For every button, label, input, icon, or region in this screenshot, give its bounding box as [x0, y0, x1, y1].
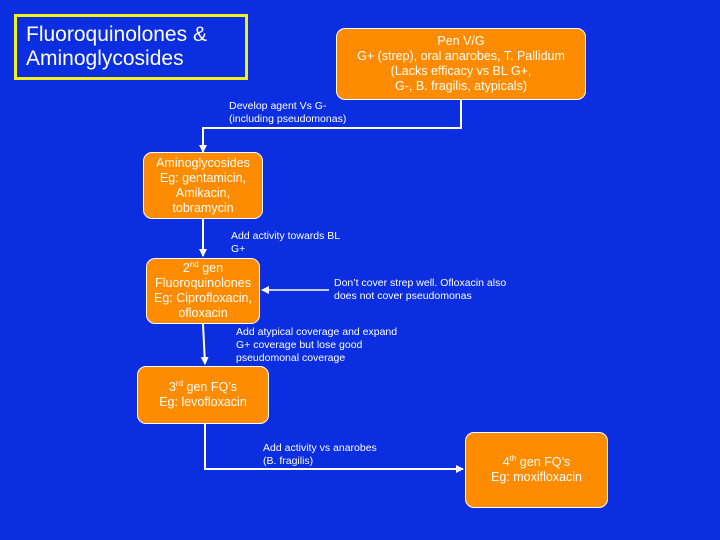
- label-atypical-coverage: Add atypical coverage and expand G+ cove…: [236, 326, 397, 365]
- node-2nd-gen-line: Fluoroquinolones: [155, 276, 251, 290]
- label-line: does not cover pseudomonas: [334, 290, 472, 302]
- ordinal-number: 2: [182, 261, 190, 275]
- ordinal-rest: gen FQ’s: [516, 455, 571, 469]
- label-activity-bl-gpos: Add activity towards BL G+: [231, 230, 340, 256]
- node-2nd-gen-line: Eg: Ciprofloxacin,: [154, 291, 252, 305]
- node-pen-vg-line: Pen V/G: [437, 34, 485, 48]
- node-pen-vg-line: G-, B. fragilis, atypicals): [395, 79, 527, 93]
- node-2nd-gen-heading: 2nd gen: [182, 259, 224, 276]
- label-line: (including pseudomonas): [229, 113, 347, 125]
- node-3rd-gen-line: Eg: levofloxacin: [159, 395, 247, 409]
- label-strep-note: Don’t cover strep well. Ofloxacin also d…: [334, 277, 506, 303]
- title-line-1: Fluoroquinolones &: [26, 23, 207, 46]
- node-4th-gen-line: Eg: moxifloxacin: [490, 470, 582, 484]
- label-line: Add activity towards BL: [231, 230, 341, 242]
- title-line-2: Aminoglycosides: [26, 47, 184, 70]
- node-pen-vg: Pen V/G G+ (strep), oral anarobes, T. Pa…: [336, 28, 586, 100]
- label-anarobes: Add activity vs anarobes (B. fragilis): [263, 442, 377, 468]
- label-line: Develop agent Vs G-: [229, 100, 327, 112]
- slide-title: Fluoroquinolones & Aminoglycosides: [14, 14, 248, 80]
- node-2nd-gen-line: ofloxacin: [178, 306, 228, 320]
- node-3rd-gen-fq: 3rd gen FQ’s Eg: levofloxacin: [137, 366, 269, 424]
- node-aminoglycosides-line: tobramycin: [172, 200, 234, 215]
- label-line: G+: [231, 243, 246, 255]
- node-aminoglycosides-line: Amikacin,: [175, 185, 231, 200]
- label-line: pseudomonal coverage: [236, 352, 346, 364]
- ordinal-number: 4: [502, 455, 510, 469]
- node-4th-gen-heading: 4th gen FQ’s: [502, 453, 571, 470]
- ordinal-number: 3: [168, 380, 176, 394]
- label-line: (B. fragilis): [263, 455, 314, 467]
- node-pen-vg-line: (Lacks efficacy vs BL G+,: [390, 64, 532, 78]
- label-line: Add atypical coverage and expand: [236, 326, 398, 338]
- node-aminoglycosides: Aminoglycosides Eg: gentamicin, Amikacin…: [143, 152, 263, 219]
- label-line: Don’t cover strep well. Ofloxacin also: [334, 277, 507, 289]
- node-2nd-gen-fq: 2nd gen Fluoroquinolones Eg: Ciprofloxac…: [146, 258, 260, 324]
- label-line: G+ coverage but lose good: [236, 339, 363, 351]
- label-line: Add activity vs anarobes: [263, 442, 377, 454]
- ordinal-rest: gen FQ’s: [183, 380, 238, 394]
- node-pen-vg-line: G+ (strep), oral anarobes, T. Pallidum: [357, 49, 565, 63]
- ordinal-suffix: th: [509, 453, 517, 463]
- arrow-gen3-to-gen4: [204, 424, 464, 473]
- ordinal-rest: gen: [198, 261, 224, 275]
- node-4th-gen-fq: 4th gen FQ’s Eg: moxifloxacin: [465, 432, 608, 508]
- node-aminoglycosides-line: Aminoglycosides: [156, 155, 250, 170]
- ordinal-suffix: rd: [175, 378, 184, 388]
- arrow-penvg-to-amino: [199, 100, 462, 153]
- node-aminoglycosides-line: Eg: gentamicin,: [159, 170, 247, 185]
- arrow-gen2-to-gen3: [200, 323, 209, 365]
- node-3rd-gen-heading: 3rd gen FQ’s: [168, 378, 238, 395]
- ordinal-suffix: nd: [189, 259, 199, 269]
- label-develop-gneg: Develop agent Vs G- (including pseudomon…: [229, 100, 346, 126]
